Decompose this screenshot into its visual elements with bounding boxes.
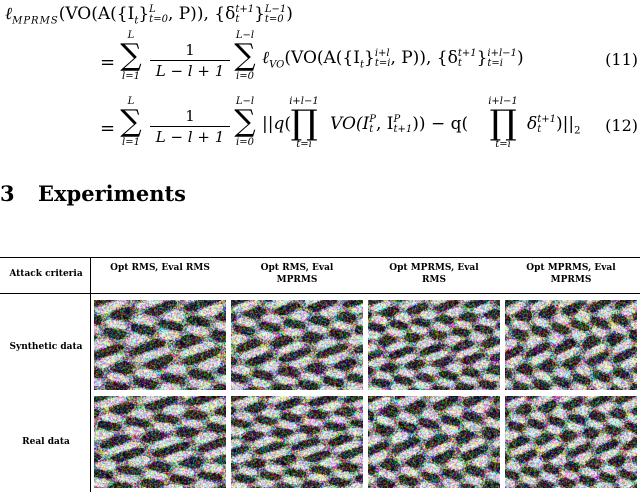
fraction-normalizer: 1 L − l + 1 (150, 41, 230, 80)
column-header-1: Opt RMS, Eval RMS (110, 263, 210, 273)
perturbation-image-synthetic-3 (368, 300, 500, 390)
norm-open: ||q( (262, 114, 291, 134)
perturbation-image-synthetic-2 (231, 300, 363, 390)
table-header-rule (0, 293, 640, 294)
section-title: Experiments (38, 181, 186, 206)
row-header-real: Real data (22, 437, 70, 447)
product-operator-1: i+l−1 ∏ t=i (289, 96, 319, 150)
row-header-synthetic: Synthetic data (9, 342, 83, 352)
equation-line-11-equals: = (100, 52, 116, 73)
equation-number-12: (12) (605, 116, 638, 135)
equation-number-11: (11) (605, 50, 638, 69)
table-row-header-divider (90, 257, 91, 492)
sum-operator-l-2: L ∑ l=1 (120, 96, 142, 148)
section-number: 3 (0, 181, 15, 206)
perturbation-image-real-1 (94, 396, 226, 488)
perturbation-image-real-2 (231, 396, 363, 488)
corner-label: Attack criteria (9, 269, 83, 279)
fraction-normalizer-2: 1 L − l + 1 (150, 107, 230, 146)
sum-operator-l: L ∑ l=1 (120, 30, 142, 82)
sum-operator-i-2: L−l ∑ i=0 (234, 96, 256, 148)
perturbation-image-synthetic-4 (505, 300, 637, 390)
equation-line-12-equals: = (100, 118, 116, 139)
perturbation-image-synthetic-1 (94, 300, 226, 390)
sum-operator-i: L−l ∑ i=0 (234, 30, 256, 82)
product-operator-2: i+l−1 ∏ t=i (488, 96, 518, 150)
table-top-rule (0, 257, 640, 258)
section-heading: 3 Experiments (0, 181, 186, 206)
perturbation-image-real-3 (368, 396, 500, 488)
perturbation-image-real-4 (505, 396, 637, 488)
